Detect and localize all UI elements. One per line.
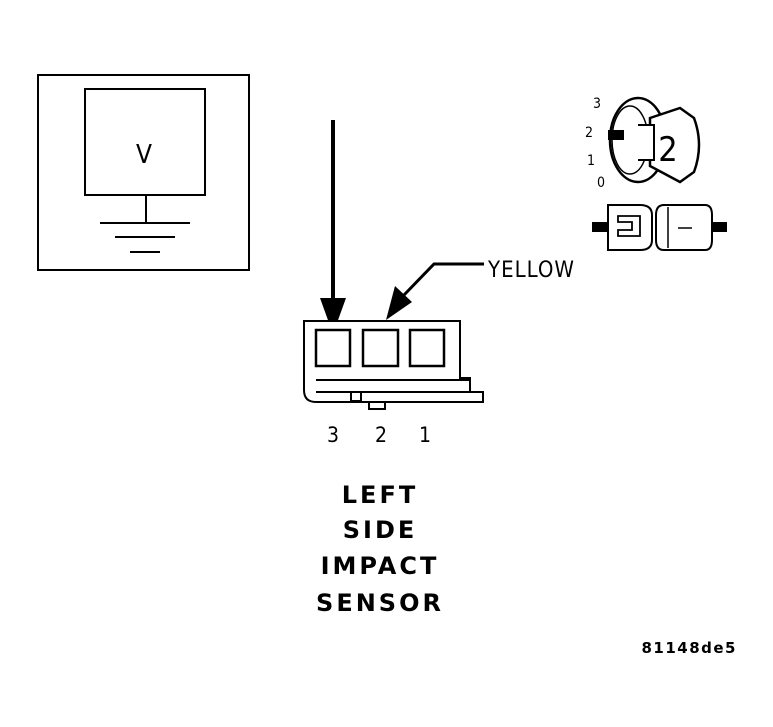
male-connector-half: [607, 204, 653, 251]
connector-key: [368, 401, 386, 410]
component-title-line-4: SENSOR: [316, 589, 444, 617]
wire-color-label: YELLOW: [487, 258, 575, 283]
right-wire-stub: [712, 222, 727, 232]
wire-pointer-arrow-icon: [386, 262, 484, 320]
voltmeter-outer-frame: [37, 74, 250, 271]
voltmeter-symbol: V: [136, 140, 152, 170]
connector-lower-tab: [316, 379, 471, 393]
component-title-line-2: SIDE: [343, 516, 418, 544]
connector-latch: [350, 391, 362, 402]
ignition-position-1: 1: [587, 153, 595, 169]
ignition-position-0: 0: [597, 175, 605, 191]
component-title-line-1: LEFT: [342, 481, 418, 509]
unplugged-connector-icon: [592, 204, 727, 251]
ignition-switch-icon: 3 2 1 0 2: [585, 96, 701, 191]
ground-symbol-icon: [100, 195, 190, 253]
component-title-line-3: IMPACT: [321, 552, 440, 580]
connector-cavity-2: [361, 328, 400, 368]
ignition-key-blade: [638, 124, 655, 161]
pin-number-1: 1: [419, 423, 431, 447]
male-connector-latch: [617, 215, 641, 237]
ignition-current-position: 2: [658, 130, 677, 170]
connector-cavity-1: [408, 328, 446, 368]
connector-cavity-3: [314, 328, 352, 368]
connector-body: [303, 320, 484, 403]
left-wire-stub: [592, 222, 608, 232]
pin-number-3: 3: [327, 423, 339, 447]
voltmeter: V: [37, 74, 250, 271]
pin-number-2: 2: [375, 423, 387, 447]
ignition-position-marker: [608, 130, 624, 140]
ignition-position-2: 2: [585, 125, 593, 141]
connector: [303, 320, 484, 410]
ignition-key-head: [648, 106, 701, 184]
probe-arrow-icon: [320, 120, 346, 334]
ignition-position-3: 3: [593, 96, 601, 112]
figure-code: 81148de5: [641, 639, 737, 657]
